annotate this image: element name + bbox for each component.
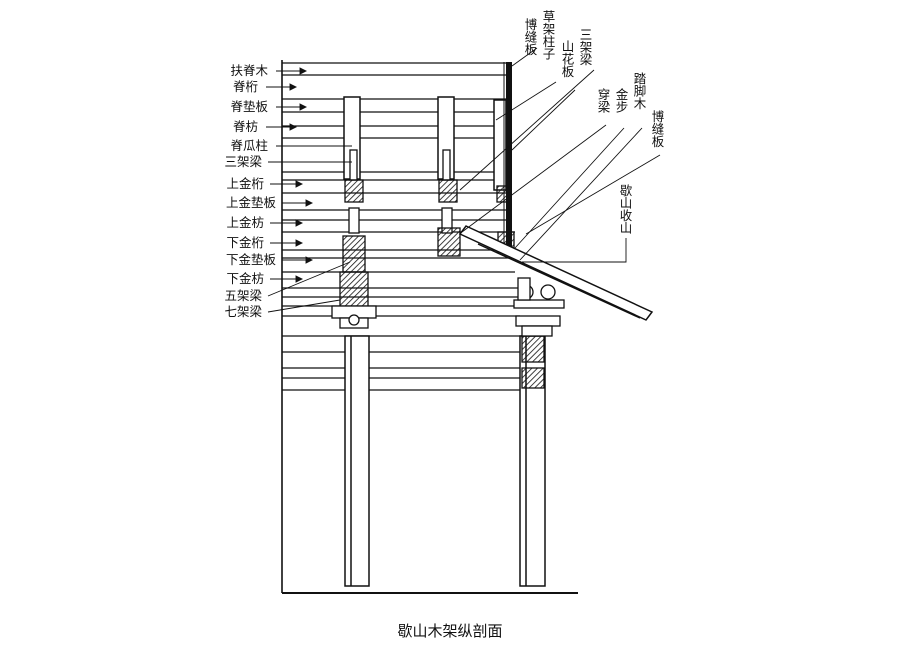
label-shang-jin-fang: 上金枋 <box>226 215 264 230</box>
label-ji-fang: 脊枋 <box>233 119 258 134</box>
bracket-details <box>331 277 565 337</box>
gable-board <box>503 62 512 252</box>
top-leaders <box>459 47 661 263</box>
label-ji-heng: 脊桁 <box>233 79 258 94</box>
label-shang-jin-heng: 上金桁 <box>226 176 264 191</box>
eave-rafter <box>458 225 654 321</box>
label-cao-jia-zhu-zi: 草架柱子 <box>541 10 556 60</box>
label-ji-gua-zhu: 脊瓜柱 <box>230 138 268 153</box>
label-san-jia-liang: 三架梁 <box>224 154 262 169</box>
label-wu-jia-liang: 五架梁 <box>224 288 262 303</box>
label-xia-jin-heng: 下金桁 <box>226 235 264 250</box>
figure-caption: 歇山木架纵剖面 <box>397 622 502 640</box>
label-xia-jin-fang: 下金枋 <box>226 271 264 286</box>
left-leaders <box>266 67 352 313</box>
label-xie-shan-shou-shan: 歇山收山 <box>618 184 633 234</box>
label-chuan-liang: 穿梁 <box>596 87 611 113</box>
label-ji-dian-ban: 脊垫板 <box>230 99 268 114</box>
label-fu-ji-mu: 扶脊木 <box>230 63 268 78</box>
label-xia-jin-dian-ban: 下金垫板 <box>226 252 277 267</box>
label-qi-jia-liang: 七架梁 <box>224 304 262 319</box>
label-bo-feng-ban-lower: 博缝板 <box>650 109 665 148</box>
label-jin-bu: 金步 <box>614 87 629 113</box>
label-shan-hua-ban: 山花板 <box>560 40 575 78</box>
label-shang-jin-dian-ban: 上金垫板 <box>226 195 277 210</box>
left-label-group: 扶脊木 脊桁 脊垫板 脊枋 脊瓜柱 三架梁 上金桁 上金垫板 上金枋 下金桁 下… <box>224 63 276 319</box>
label-bo-feng-ban-upper: 博缝板 <box>523 17 538 56</box>
label-ta-jiao-mu: 踏脚木 <box>632 72 647 110</box>
top-label-group: 博缝板 草架柱子 山花板 三架梁 穿梁 金步 踏脚木 博缝板 歇山收山 <box>523 10 665 234</box>
label-san-jia-liang-top: 三架梁 <box>578 28 593 66</box>
